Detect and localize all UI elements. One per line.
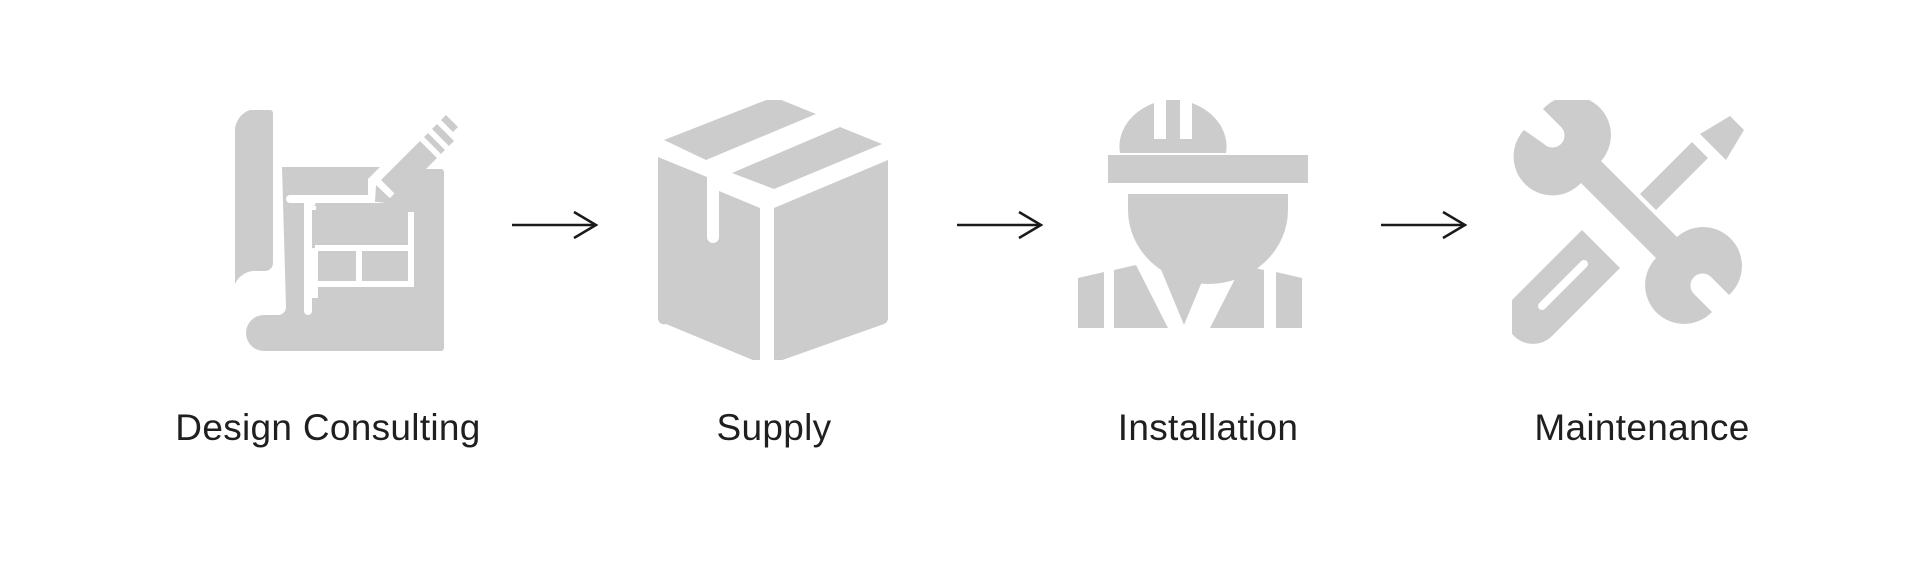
step-label: Design Consulting <box>175 407 481 448</box>
worker-hardhat-icon <box>1078 100 1338 360</box>
box-icon <box>644 100 904 360</box>
blueprint-pencil-icon <box>198 100 458 360</box>
arrow-right-icon <box>955 210 1045 240</box>
step-label: Supply <box>716 407 832 448</box>
step-design-consulting: Design Consulting <box>128 100 528 460</box>
arrow-right-icon <box>1379 210 1469 240</box>
step-label: Installation <box>1117 407 1299 448</box>
step-maintenance: Maintenance <box>1442 100 1842 460</box>
wrench-screwdriver-icon <box>1512 100 1772 360</box>
step-label: Maintenance <box>1534 407 1750 448</box>
step-installation: Installation <box>1008 100 1408 460</box>
step-supply: Supply <box>574 100 974 460</box>
arrow-right-icon <box>510 210 600 240</box>
